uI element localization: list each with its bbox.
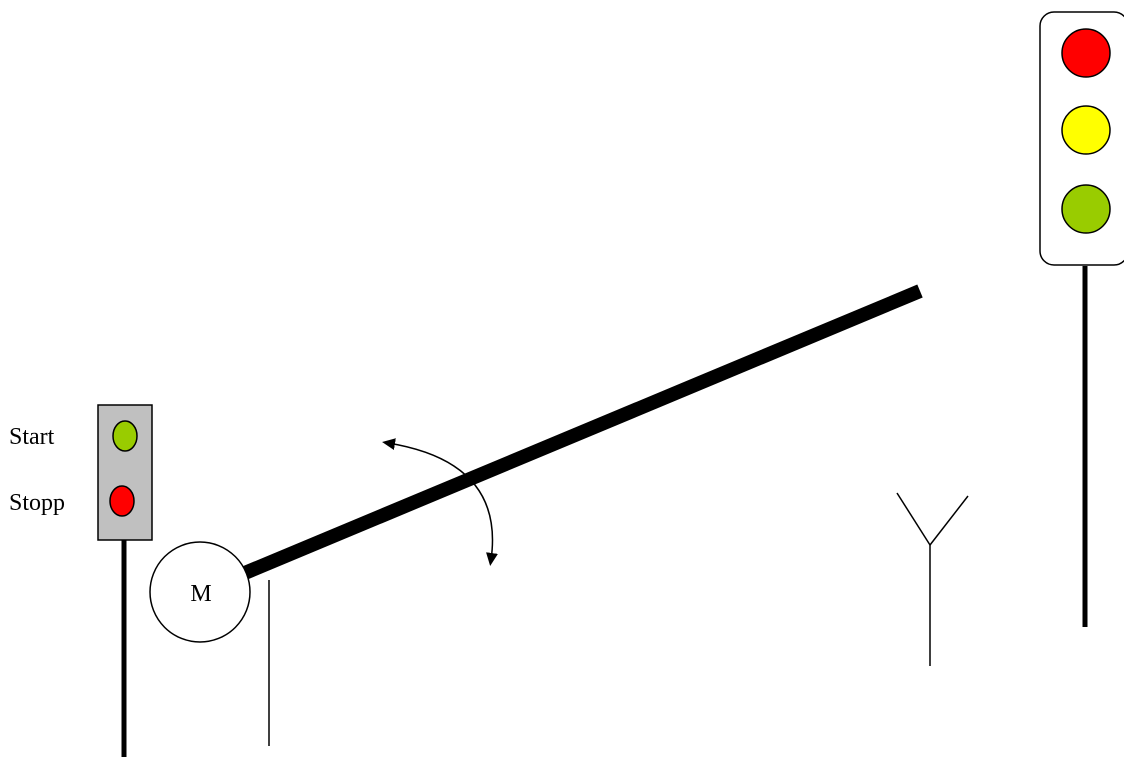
motor-label: M <box>190 581 211 607</box>
stop-label: Stopp <box>9 490 65 516</box>
antenna-icon <box>896 492 969 666</box>
traffic-light-red <box>1061 28 1111 78</box>
double-arrow-arc-icon <box>382 438 498 566</box>
start-button[interactable] <box>112 420 138 452</box>
barrier-arm <box>237 284 923 582</box>
motor <box>149 541 251 643</box>
stop-button[interactable] <box>109 485 135 517</box>
start-label: Start <box>9 424 55 450</box>
traffic-light-yellow <box>1061 105 1111 155</box>
traffic-light-green <box>1061 184 1111 234</box>
